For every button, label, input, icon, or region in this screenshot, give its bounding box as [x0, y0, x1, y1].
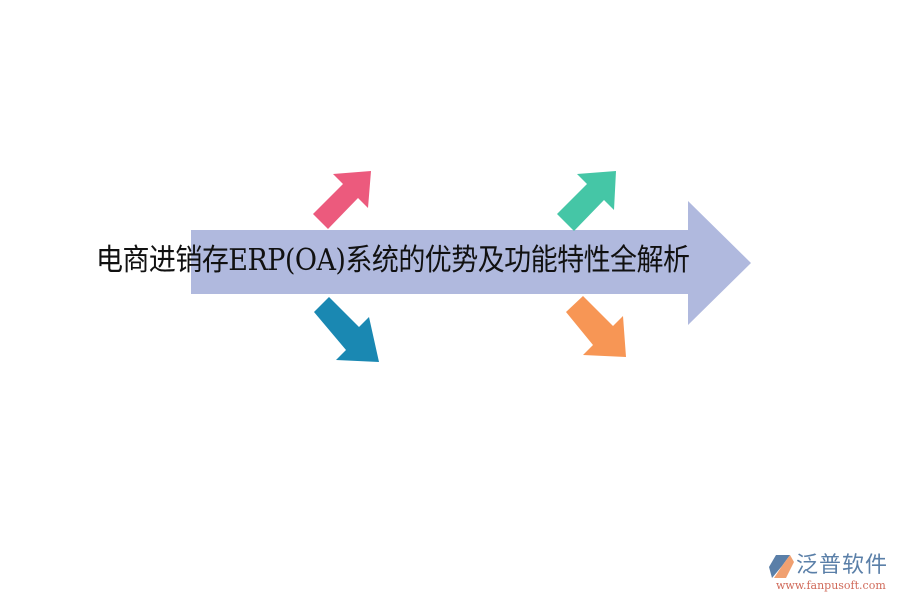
branch-arrow-top-right	[557, 171, 616, 231]
branch-arrow-bottom-right	[566, 296, 626, 357]
branch-arrow-top-left	[313, 171, 371, 229]
brand-logo: 泛普软件 www.fanpusoft.com	[768, 552, 898, 592]
logo-name: 泛普软件	[796, 553, 889, 578]
branch-arrow-bottom-left	[314, 297, 379, 362]
diagram-title: 电商进销存ERP(OA)系统的优势及功能特性全解析	[96, 243, 690, 278]
logo-url: www.fanpusoft.com	[776, 579, 886, 592]
fanpu-logo-icon	[769, 555, 794, 578]
main-arrow	[191, 201, 751, 325]
